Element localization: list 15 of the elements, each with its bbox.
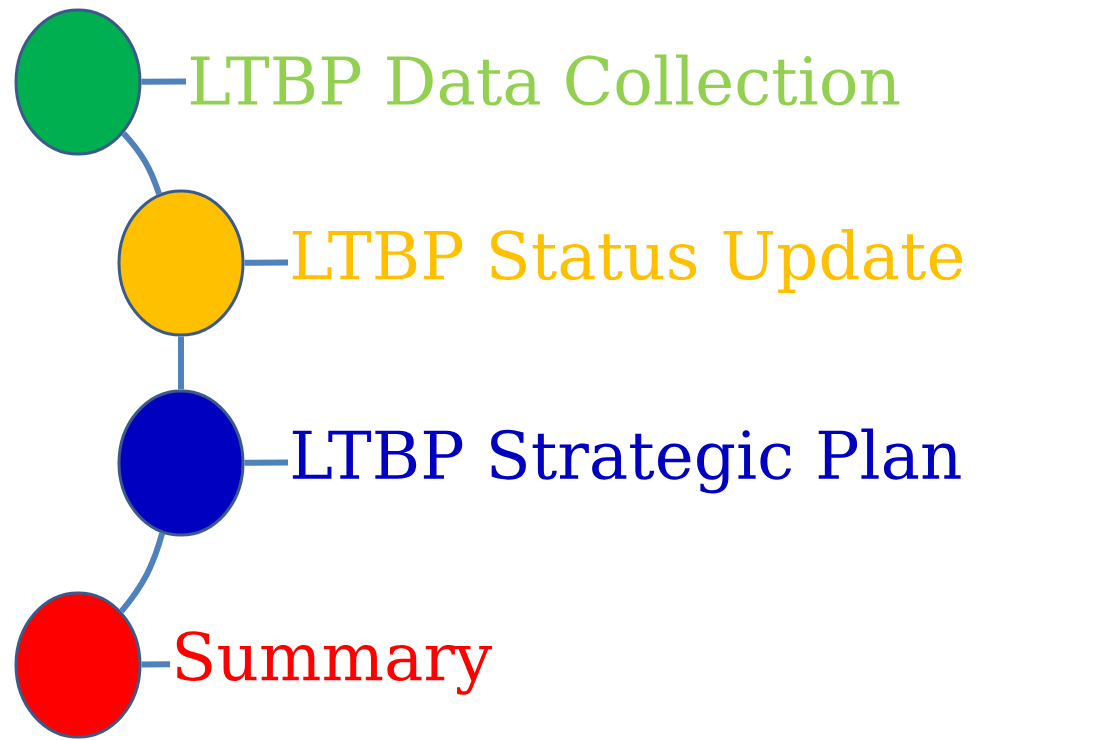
connector-line — [141, 661, 171, 668]
connector-line — [141, 78, 187, 85]
title-text: LTBP Status Update — [292, 229, 963, 293]
connector-line — [244, 459, 289, 466]
connector-line — [119, 532, 166, 614]
title-text: Summary — [176, 631, 493, 695]
circle-marker — [117, 389, 245, 537]
title-text: LTBP Data Collection — [190, 54, 900, 106]
circle-marker — [14, 8, 142, 156]
title-text: LTBP Strategic Plan — [292, 428, 961, 494]
connector-line — [121, 131, 162, 195]
circle-marker — [117, 189, 245, 337]
connector-line — [178, 336, 184, 390]
connector-line — [244, 259, 289, 266]
circle-marker — [14, 591, 142, 739]
